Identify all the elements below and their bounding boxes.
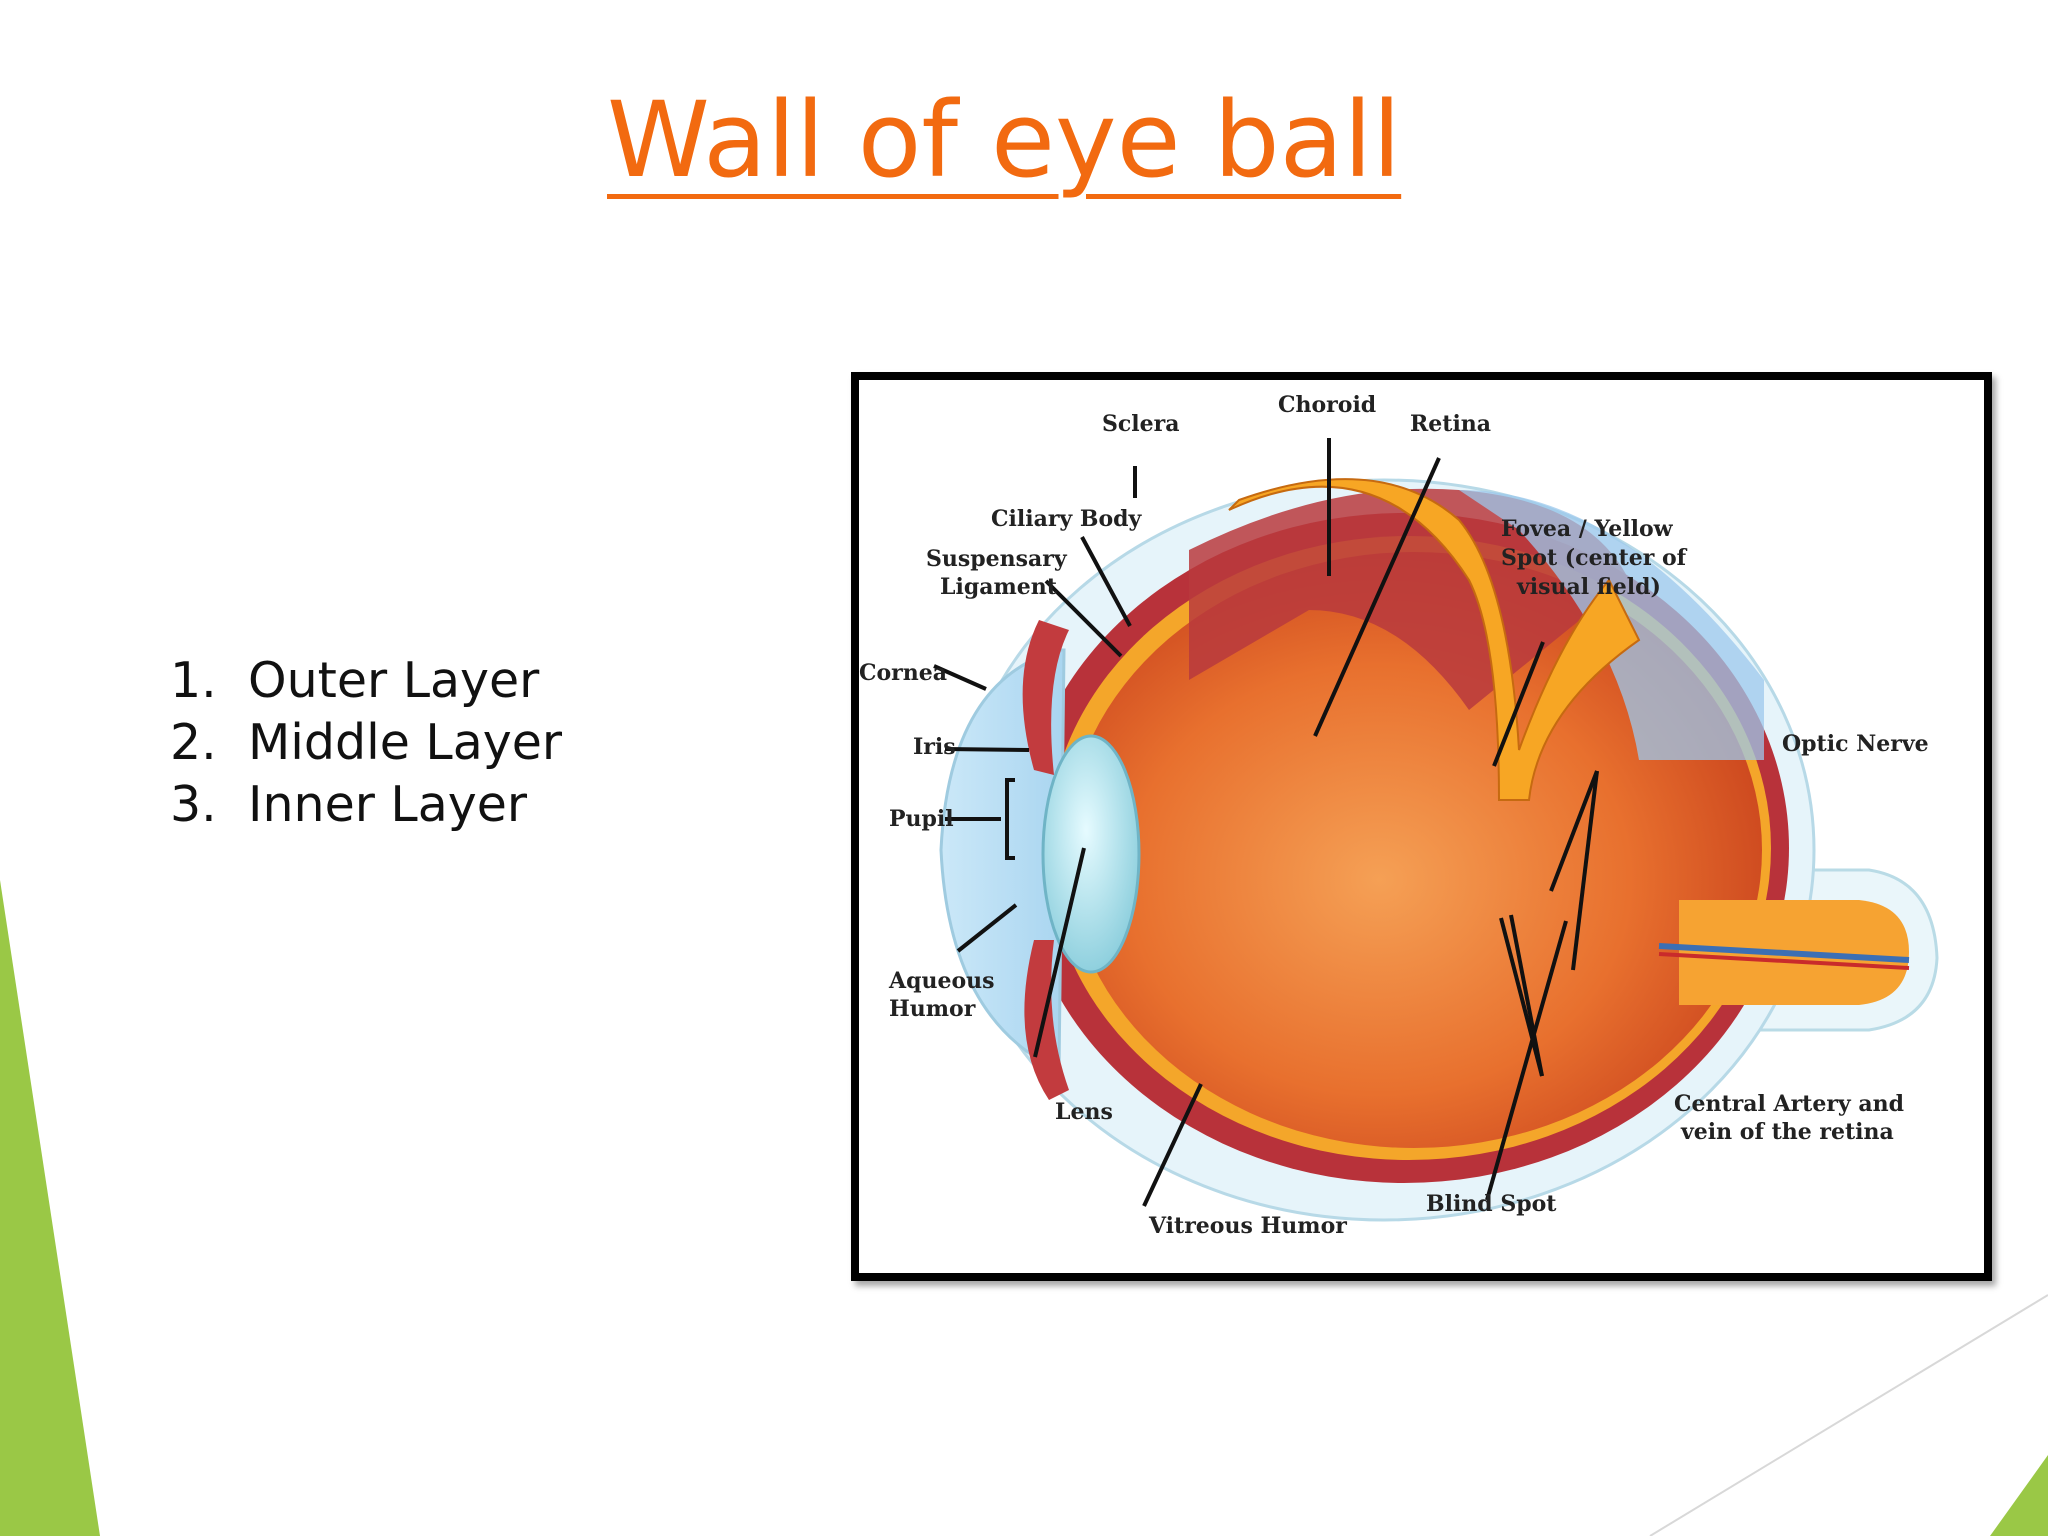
label-aqueous-humor: Aqueous	[888, 968, 995, 994]
label-optic-nerve: Optic Nerve	[1782, 731, 1929, 757]
list-number: 3.	[170, 776, 217, 833]
layers-list: 1. Outer Layer 2. Middle Layer 3. Inner Lay…	[170, 650, 562, 836]
label-vitreous-humor: Vitreous Humor	[1148, 1213, 1347, 1239]
label-pupil: Pupil	[889, 806, 954, 832]
list-item-label: Outer Layer	[248, 652, 540, 709]
label-choroid: Choroid	[1278, 392, 1376, 418]
label-aqueous-humor-2: Humor	[889, 996, 976, 1022]
label-fovea-2: Spot (center of	[1501, 545, 1688, 571]
eye-diagram-figure: Sclera Choroid Retina Ciliary Body Suspe…	[851, 372, 1992, 1281]
label-central-artery: Central Artery and	[1674, 1091, 1904, 1117]
label-sclera: Sclera	[1102, 411, 1179, 437]
central-vessel	[1658, 943, 1910, 963]
list-item: 2. Middle Layer	[170, 712, 562, 774]
iris-shape	[1022, 620, 1069, 775]
slide-title: Wall of eye ball	[607, 79, 1402, 201]
bottom-right-green-corner	[1990, 1455, 2048, 1536]
cutaway-region	[1189, 488, 1629, 710]
eye-diagram: Sclera Choroid Retina Ciliary Body Suspe…	[859, 392, 1939, 1239]
lens-shape	[1041, 734, 1141, 974]
vitreous-shape	[1066, 552, 1762, 1148]
label-ciliary-body: Ciliary Body	[991, 506, 1143, 532]
retina-flap	[1228, 478, 1641, 801]
label-fovea-3: visual field)	[1516, 574, 1661, 600]
label-blind-spot: Blind Spot	[1426, 1191, 1557, 1217]
central-vessel-red	[1658, 952, 1910, 970]
list-item-label: Middle Layer	[248, 714, 563, 771]
list-item: 3. Inner Layer	[170, 774, 562, 836]
list-number: 1.	[170, 652, 217, 709]
bottom-right-accent-line	[1649, 1294, 2048, 1536]
list-item-label: Inner Layer	[248, 776, 528, 833]
label-fovea: Fovea / Yellow	[1501, 516, 1674, 542]
label-central-artery-2: vein of the retina	[1680, 1119, 1894, 1145]
label-retina: Retina	[1410, 411, 1491, 437]
label-iris: Iris	[913, 734, 956, 760]
leader-lines	[933, 438, 1599, 1207]
label-lens: Lens	[1055, 1099, 1113, 1125]
iris-shape-lower	[1024, 940, 1069, 1100]
label-suspensory-ligament: Suspensary	[926, 546, 1068, 572]
list-number: 2.	[170, 714, 217, 771]
label-suspensory-ligament-2: Ligament	[940, 574, 1058, 600]
left-green-accent-bar	[0, 880, 100, 1536]
label-cornea: Cornea	[859, 660, 947, 686]
list-item: 1. Outer Layer	[170, 650, 562, 712]
